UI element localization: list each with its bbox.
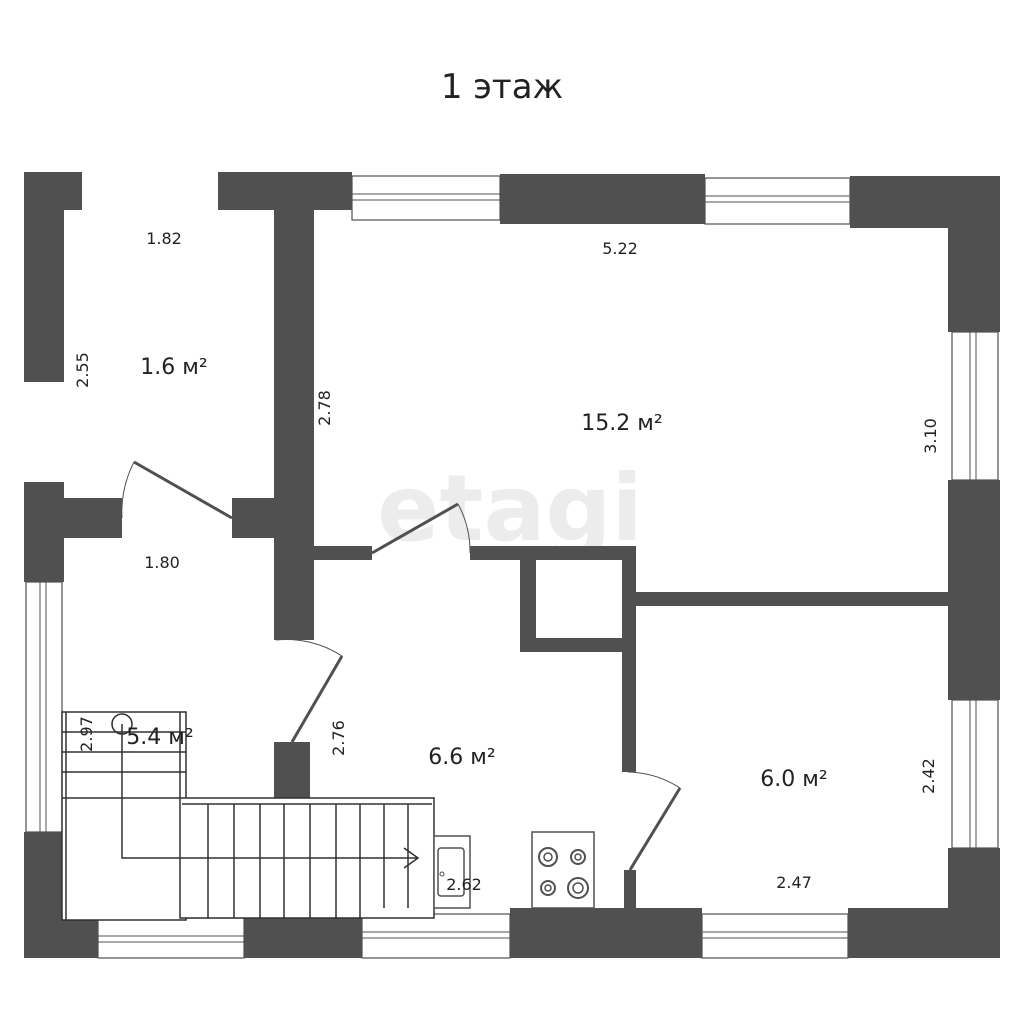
dim-stair-height: 2.97 [77,716,96,752]
door-hall-left [275,639,344,743]
window-bottom-2 [361,913,511,959]
area-room-main: 15.2 м² [581,411,662,436]
dim-hall-height: 2.76 [329,720,348,756]
doors [121,460,682,871]
windows [25,175,999,959]
area-room-right: 6.0 м² [760,767,827,792]
stove-icon [531,831,595,909]
window-top-2 [704,177,851,225]
door-main [371,502,471,555]
floor-title: 1 этаж [441,67,563,107]
window-bottom-3 [701,913,849,959]
area-room-hall: 6.6 м² [428,745,495,770]
staircase [61,711,435,921]
dim-stair-width: 1.80 [144,553,180,572]
area-room-top-left: 1.6 м² [140,355,207,380]
dim-tl-width: 1.82 [146,229,182,248]
area-room-stair: 5.4 м² [126,725,193,750]
window-top-1 [351,175,501,221]
dim-main-left: 2.78 [315,390,334,426]
dim-main-right: 3.10 [921,418,940,454]
door-room1 [121,460,233,520]
sink-icon [433,835,471,909]
dim-right-bottom: 2.47 [776,873,812,892]
interior-walls [64,172,948,908]
stair-arrow-icon [111,713,420,869]
watermark: etagi [377,455,643,562]
window-left [25,581,63,833]
exterior-walls [24,172,1000,958]
dim-main-width: 5.22 [602,239,638,258]
door-right-room [627,771,682,871]
window-right-1 [951,331,999,481]
window-right-2 [951,699,999,849]
dim-tl-height: 2.55 [73,352,92,388]
window-bottom-1 [97,917,245,959]
dim-hall-bottom: 2.62 [446,875,482,894]
dim-right-height: 2.42 [919,758,938,794]
